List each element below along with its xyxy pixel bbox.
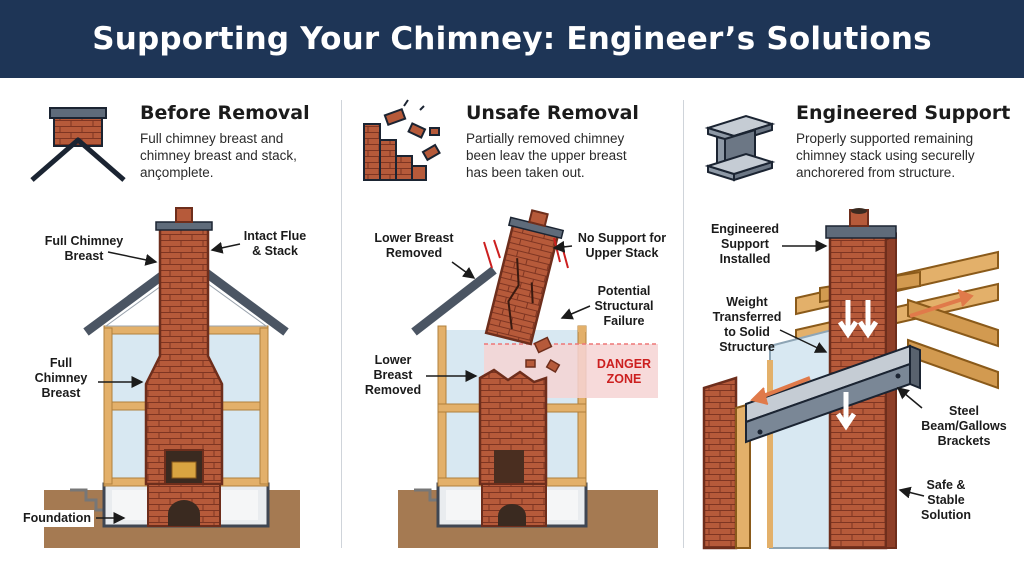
title-banner: Supporting Your Chimney: Engineer’s Solu…	[0, 0, 1024, 78]
engineered-support-structure	[702, 208, 999, 550]
label-foundation: Foundation	[20, 510, 95, 527]
panel-title: Engineered Support	[796, 102, 1011, 124]
page-title: Supporting Your Chimney: Engineer’s Solu…	[92, 21, 932, 57]
panel-description: Partially removed chimney been leav the …	[466, 131, 627, 180]
crumbling-bricks-icon	[363, 99, 441, 181]
house-before-removal	[44, 207, 300, 548]
house-unsafe-removal	[398, 209, 658, 548]
falling-upper-stack	[484, 209, 565, 346]
panel-divider	[683, 100, 684, 548]
panel-description: Full chimney breast and chimney breast a…	[140, 131, 297, 180]
label-intact-flue: Intact Flue& Stack	[243, 229, 307, 258]
panel-title: Unsafe Removal	[466, 102, 639, 124]
panel-description: Properly supported remaining chimney sta…	[796, 131, 975, 180]
steel-beam-icon	[704, 114, 776, 182]
chimney-roof-icon	[30, 107, 126, 182]
chimney-stack	[144, 226, 224, 486]
panel-divider	[341, 100, 342, 548]
leader-arrows	[96, 240, 925, 524]
panel-title: Before Removal	[140, 102, 310, 124]
